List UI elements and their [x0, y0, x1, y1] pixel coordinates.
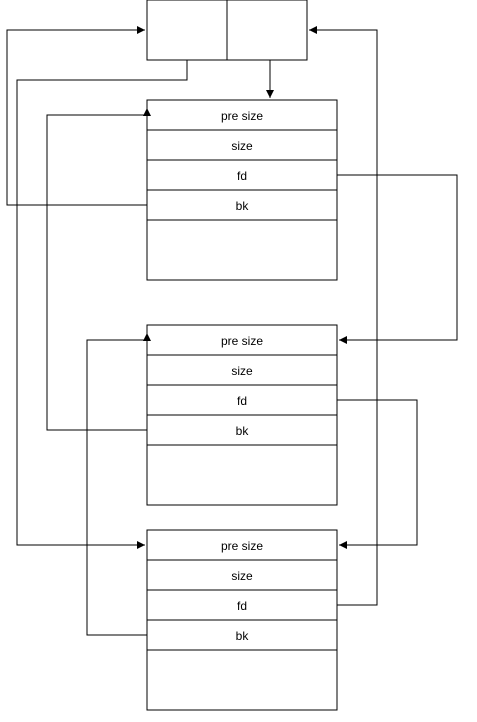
chunk-1-fd-arrow: [337, 174, 458, 344]
chunk-3-bk-label: bk: [236, 629, 250, 643]
chunk-1-pre-size-label: pre size: [221, 109, 263, 123]
pointer-arrows: [6, 26, 458, 636]
chunk-1-bk-arrow: [6, 26, 147, 206]
chunk-1-bk-label: bk: [236, 199, 250, 213]
bin-head: [146, 0, 308, 61]
chunk-2-pre-size-label: pre size: [221, 334, 263, 348]
chunk-3-pre-size-label: pre size: [221, 539, 263, 553]
chunk-1-size-label: size: [231, 139, 253, 153]
chunk-3-fd-arrow: [309, 26, 378, 606]
chunk-3-size-label: size: [231, 569, 253, 583]
chunk-2-bk-arrow: [46, 108, 151, 431]
chunk-3-bk-arrow: [86, 333, 151, 636]
bin-bk-arrow: [16, 60, 188, 549]
chunk-1: pre size size fd bk: [146, 99, 338, 281]
chunk-3-fd-label: fd: [237, 599, 247, 613]
chunk-3: pre size size fd bk: [146, 529, 338, 711]
chunk-2-fd-label: fd: [237, 394, 247, 408]
chunk-2-bk-label: bk: [236, 424, 250, 438]
chunk-2-size-label: size: [231, 364, 253, 378]
chunk-2: pre size size fd bk: [146, 324, 338, 506]
chunk-1-fd-label: fd: [237, 169, 247, 183]
